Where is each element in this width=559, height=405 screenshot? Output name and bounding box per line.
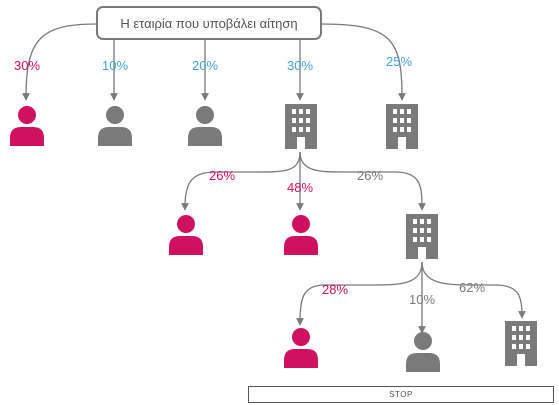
connector-l1-5	[321, 23, 406, 101]
level1-percent-1: 30%	[13, 58, 41, 73]
level1-percent-3: 20%	[191, 58, 219, 73]
root-company-box: Η εταιρία που υποβάλει αίτηση	[96, 6, 322, 40]
level1-percent-5: 25%	[385, 54, 413, 69]
connector-l2-1	[181, 151, 301, 211]
level3-percent-1: 28%	[321, 282, 349, 297]
building-icon	[283, 101, 319, 154]
person-icon	[186, 104, 224, 153]
level3-percent-2: 10%	[408, 292, 436, 307]
connector-l3-3	[421, 261, 526, 319]
person-icon	[282, 326, 320, 375]
level2-percent-3: 26%	[356, 168, 384, 183]
person-icon	[404, 330, 442, 379]
building-icon	[404, 211, 440, 264]
connector-l3-1	[296, 261, 423, 326]
connector-l2-3	[299, 151, 426, 211]
level3-percent-3: 62%	[458, 280, 486, 295]
level2-percent-2: 48%	[286, 180, 314, 195]
building-icon	[384, 101, 420, 154]
building-icon	[503, 318, 539, 371]
level2-percent-1: 26%	[208, 168, 236, 183]
stop-box: STOP	[248, 386, 554, 403]
person-icon	[8, 104, 46, 153]
connector-l1-1	[22, 23, 97, 101]
level1-percent-4: 30%	[286, 58, 314, 73]
person-icon	[282, 213, 320, 262]
person-icon	[96, 104, 134, 153]
person-icon	[167, 213, 205, 262]
level1-percent-2: 10%	[101, 58, 129, 73]
